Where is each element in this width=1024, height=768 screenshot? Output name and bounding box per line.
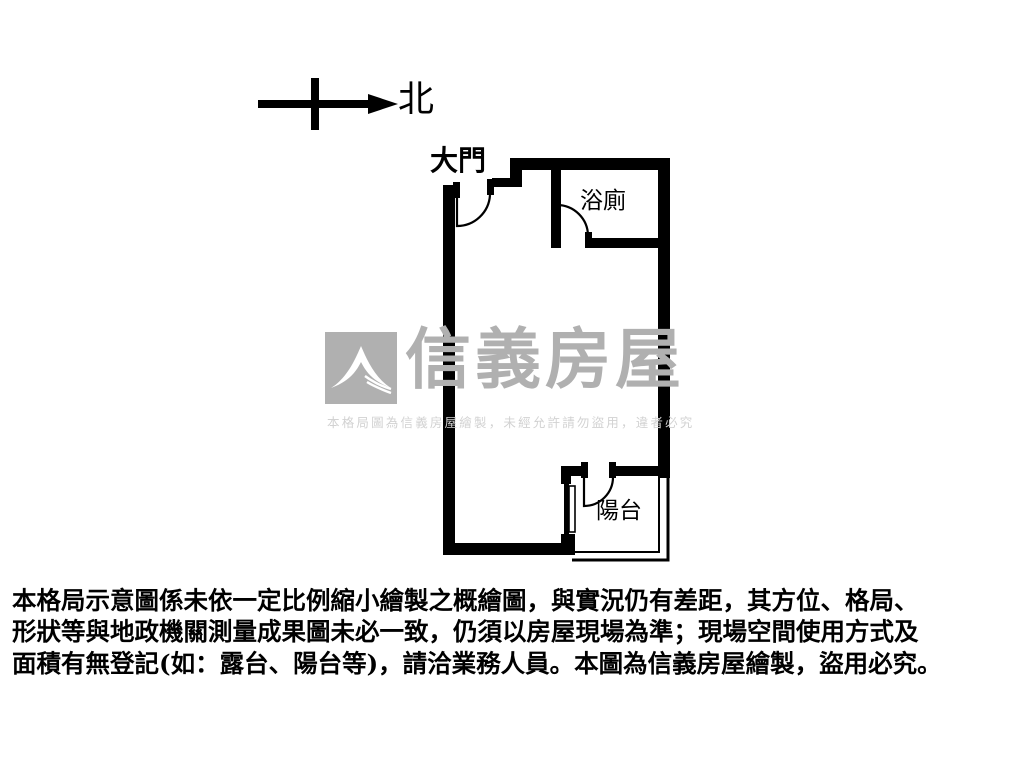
balcony-window: [564, 484, 576, 534]
room-label-balcony: 陽台: [596, 498, 642, 524]
exterior-walls: [443, 158, 670, 555]
main-door-label: 大門: [430, 144, 487, 177]
room-label-bathroom: 浴廁: [580, 188, 626, 214]
balcony-walls: [561, 466, 670, 562]
disclaimer-line-3: 面積有無登記(如：露台、陽台等)，請洽業務人員。本圖為信義房屋繪製，盜用必究。: [12, 648, 942, 678]
disclaimer-line-2: 形狀等與地政機關測量成果圖未必一致，仍須以房屋現場為準；現場空間使用方式及: [12, 617, 919, 647]
balcony-door: [581, 462, 616, 508]
main-door: [453, 179, 494, 228]
compass-north-label: 北: [398, 79, 435, 120]
disclaimer-text-block: 本格局示意圖係未依一定比例縮小繪製之概繪圖，與實況仍有差距，其方位、格局、 形狀…: [12, 585, 1012, 679]
bathroom-walls: [551, 158, 670, 248]
north-arrow-icon: [258, 78, 398, 130]
disclaimer-line-1: 本格局示意圖係未依一定比例縮小繪製之概繪圖，與實況仍有差距，其方位、格局、: [12, 586, 919, 615]
bathroom-door: [554, 203, 592, 248]
